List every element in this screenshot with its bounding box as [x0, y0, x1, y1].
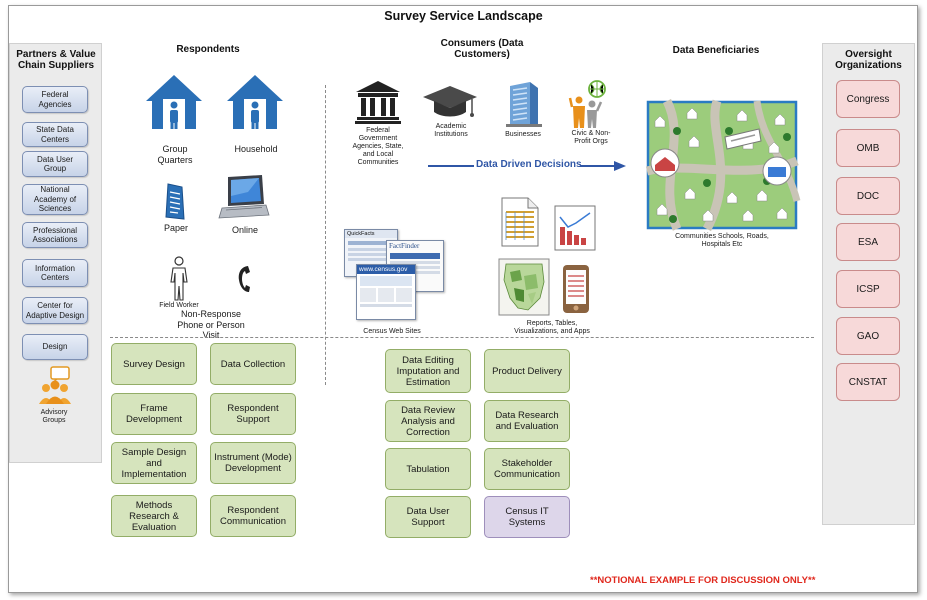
- process-respondent-support[interactable]: Respondent Support: [210, 393, 296, 435]
- partner-federal-agencies[interactable]: Federal Agencies: [22, 86, 88, 113]
- advisory-groups-icon: [39, 366, 71, 404]
- consumers-title: Consumers (Data Customers): [440, 38, 524, 60]
- household-house-icon: [227, 75, 283, 129]
- government-building-icon: [355, 81, 401, 124]
- academic-label: Academic Institutions: [434, 123, 468, 138]
- household-label: Household: [234, 144, 278, 154]
- vertical-divider: [325, 85, 326, 385]
- office-building-icon: [506, 82, 542, 127]
- field-worker-label: Field Worker: [159, 302, 199, 309]
- laptop-icon: [218, 175, 270, 219]
- oversight-gao[interactable]: GAO: [836, 317, 900, 355]
- report-table-icon: [501, 197, 539, 247]
- bar-chart-icon: [554, 205, 596, 251]
- online-label: Online: [231, 225, 258, 235]
- process-instrument-development[interactable]: Instrument (Mode) Development: [210, 442, 296, 484]
- process-data-user-support[interactable]: Data User Support: [385, 496, 471, 538]
- oversight-esa[interactable]: ESA: [836, 223, 900, 261]
- process-frame-development[interactable]: Frame Development: [111, 393, 197, 435]
- oversight-omb[interactable]: OMB: [836, 129, 900, 167]
- process-product-delivery[interactable]: Product Delivery: [484, 349, 570, 393]
- partner-data-user-group[interactable]: Data User Group: [22, 151, 88, 177]
- process-tabulation[interactable]: Tabulation: [385, 448, 471, 490]
- partner-information-centers[interactable]: Information Centers: [22, 259, 88, 287]
- data-driven-arrow: [428, 161, 626, 171]
- group-quarters-label: Group Quarters: [157, 144, 193, 165]
- community-map-illustration: [645, 98, 801, 232]
- map-visualization-icon: [498, 258, 550, 316]
- paper-form-icon: [165, 183, 185, 220]
- process-data-research[interactable]: Data Research and Evaluation: [484, 400, 570, 442]
- process-sample-design[interactable]: Sample Design and Implementation: [111, 442, 197, 484]
- communities-label: Communities Schools, Roads, Hospitals Et…: [675, 233, 769, 248]
- partner-design[interactable]: Design: [22, 334, 88, 360]
- process-data-review[interactable]: Data Review Analysis and Correction: [385, 400, 471, 442]
- oversight-title: Oversight Organizations: [835, 49, 902, 71]
- advisory-groups-label: Advisory Groups: [40, 409, 68, 424]
- oversight-congress[interactable]: Congress: [836, 80, 900, 118]
- process-data-collection[interactable]: Data Collection: [210, 343, 296, 385]
- oversight-cnstat[interactable]: CNSTAT: [836, 363, 900, 401]
- process-survey-design[interactable]: Survey Design: [111, 343, 197, 385]
- oversight-icsp[interactable]: ICSP: [836, 270, 900, 308]
- respondents-title: Respondents: [176, 44, 240, 55]
- partners-panel: [9, 43, 102, 463]
- civic-label: Civic & Non-Profit Orgs: [571, 130, 611, 145]
- partner-state-data-centers[interactable]: State Data Centers: [22, 122, 88, 147]
- process-stakeholder-communication[interactable]: Stakeholder Communication: [484, 448, 570, 490]
- partner-professional-associations[interactable]: Professional Associations: [22, 222, 88, 248]
- telephone-icon: [238, 266, 250, 292]
- group-quarters-house-icon: [146, 75, 202, 129]
- process-methods-research[interactable]: Methods Research & Evaluation: [111, 495, 197, 537]
- data-driven-decisions-label: Data Driven Decisions: [476, 159, 582, 170]
- beneficiaries-title: Data Beneficiaries: [672, 45, 760, 56]
- diagram-title: Survey Service Landscape: [384, 9, 543, 23]
- process-respondent-communication[interactable]: Respondent Communication: [210, 495, 296, 537]
- oversight-doc[interactable]: DOC: [836, 177, 900, 215]
- businesses-label: Businesses: [505, 131, 541, 138]
- partner-center-adaptive-design[interactable]: Center for Adaptive Design: [22, 297, 88, 324]
- factfinder-label: FactFinder: [389, 242, 420, 250]
- partner-national-academy[interactable]: National Academy of Sciences: [22, 184, 88, 215]
- process-census-it-systems[interactable]: Census IT Systems: [484, 496, 570, 538]
- reports-label: Reports, Tables, Visualizations, and App…: [514, 320, 590, 335]
- census-gov-label: www.census.gov: [357, 265, 415, 274]
- field-worker-icon: [170, 256, 188, 301]
- quickfacts-label: QuickFacts: [345, 230, 397, 238]
- graduation-cap-icon: [423, 86, 477, 117]
- notional-disclaimer: **NOTIONAL EXAMPLE FOR DISCUSSION ONLY**: [590, 575, 816, 586]
- process-data-editing[interactable]: Data Editing Imputation and Estimation: [385, 349, 471, 393]
- federal-consumers-label: Federal Government Agencies, State, and …: [352, 127, 404, 166]
- partners-title: Partners & Value Chain Suppliers: [16, 49, 96, 71]
- civic-people-icon: [568, 80, 606, 128]
- non-response-label: Non-Response Phone or Person Visit: [177, 309, 245, 340]
- horizontal-divider: [110, 337, 814, 338]
- census-gov-screenshot: www.census.gov: [356, 264, 416, 320]
- paper-label: Paper: [163, 223, 189, 233]
- mobile-app-icon: [563, 265, 589, 313]
- census-web-sites-label: Census Web Sites: [363, 328, 421, 335]
